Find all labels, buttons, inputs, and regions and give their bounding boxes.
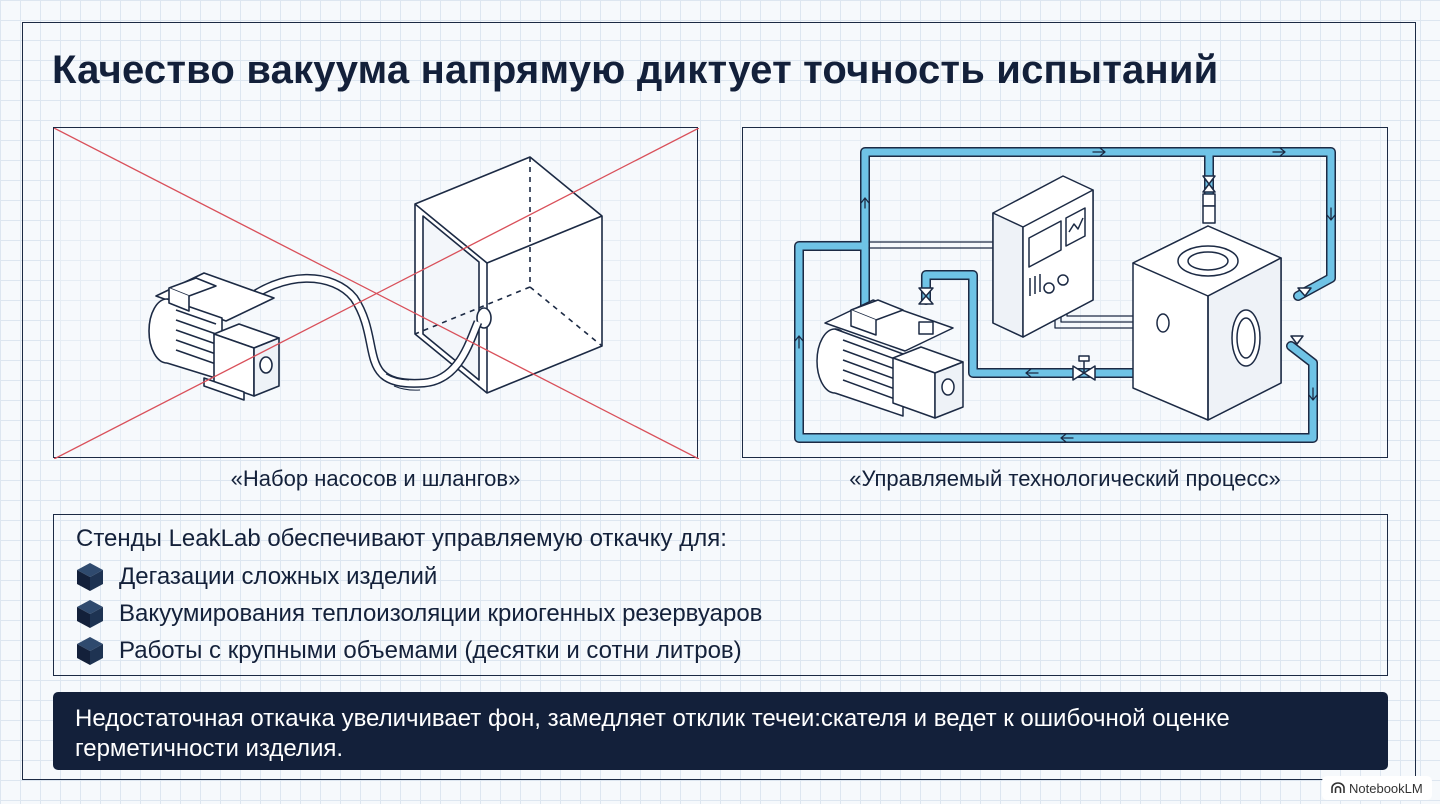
test-chamber-drawing [1132, 205, 1282, 421]
pump-drawing [816, 299, 964, 419]
list-item-text: Вакуумирования теплоизоляции криогенных … [119, 600, 763, 627]
list-item-text: Дегазации сложных изделий [119, 563, 438, 590]
warning-banner: Недостаточная откачка увеличивает фон, з… [53, 692, 1388, 770]
caption-pumps-and-hoses: «Набор насосов и шлангов» [230, 466, 521, 491]
pump-hose-illustration [54, 128, 699, 459]
brand-label: NotebookLM [1349, 780, 1423, 796]
vacuum-chamber-drawing [414, 156, 603, 394]
list-item-text: Работы с крупными объемами (десятки и со… [119, 637, 742, 664]
panel-pumps-and-hoses [53, 127, 699, 459]
pump-drawing [148, 272, 280, 401]
list-item: Работы с крупными объемами (десятки и со… [74, 634, 742, 668]
features-lead: Стенды LeakLab обеспечивают управляемую … [76, 525, 727, 552]
cross-out-mark [54, 128, 699, 459]
slide-frame [22, 22, 1416, 780]
panel-controlled-process [742, 127, 1388, 458]
controlled-process-illustration [794, 147, 1336, 443]
caption-controlled-process: «Управляемый технологический процесс» [849, 466, 1281, 491]
control-panel-drawing [992, 175, 1094, 338]
hose-drawing [236, 273, 483, 391]
cube-icon [77, 600, 103, 628]
valve-drawing [918, 175, 1312, 381]
list-item: Вакуумирования теплоизоляции криогенных … [74, 597, 762, 631]
cube-icon [77, 637, 103, 665]
cube-icon [77, 563, 103, 591]
features-box: Стенды LeakLab обеспечивают управляемую … [53, 514, 1388, 676]
notebooklm-logo-icon [1331, 782, 1345, 793]
notebooklm-badge[interactable]: NotebookLM [1322, 776, 1432, 800]
list-item: Дегазации сложных изделий [74, 560, 437, 594]
slide-title: Качество вакуума напрямую диктует точнос… [52, 48, 1219, 92]
